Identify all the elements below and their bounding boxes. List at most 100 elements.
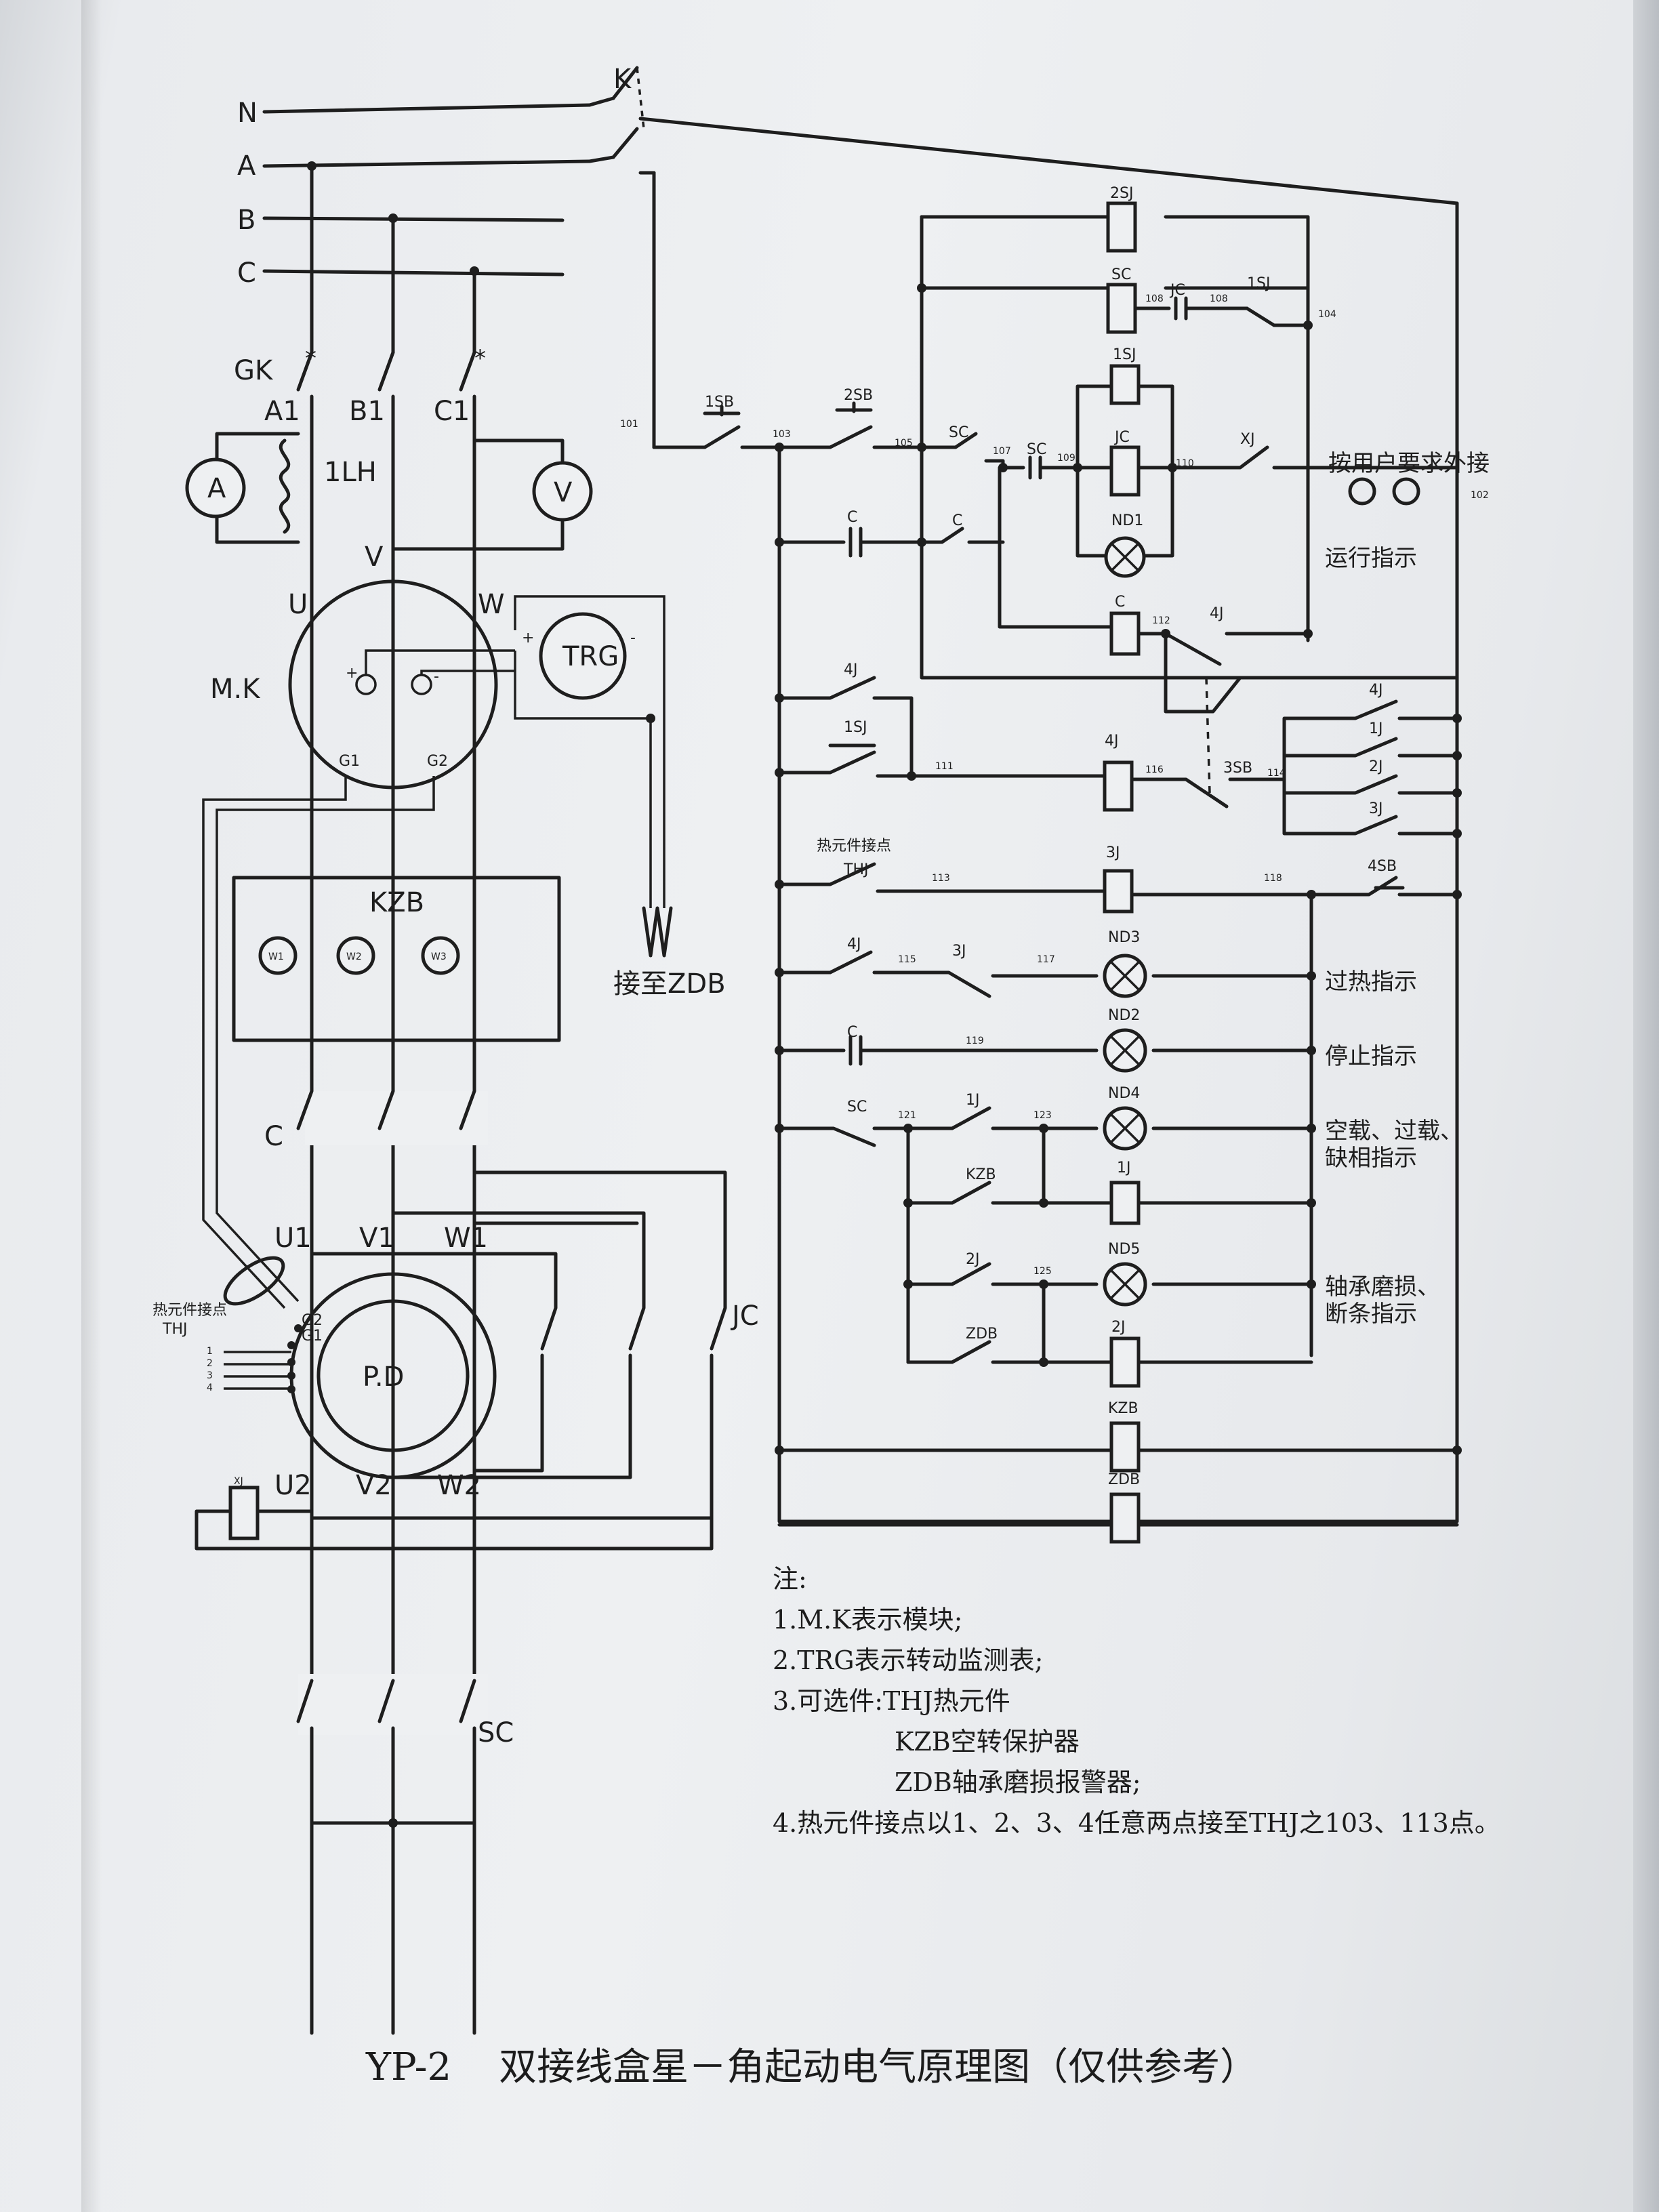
load-label-2: 缺相指示: [1325, 1145, 1417, 1172]
svg-text:121: 121: [898, 1110, 916, 1121]
svg-text:104: 104: [1318, 309, 1336, 320]
module-mk-label: M.K: [210, 674, 261, 705]
bearing-label-1: 轴承磨损、: [1325, 1273, 1440, 1300]
svg-text:110: 110: [1176, 458, 1194, 469]
phase-a1-label: A1: [264, 396, 300, 427]
mk-terminal-g2: G2: [427, 753, 448, 770]
svg-text:ZDB: ZDB: [966, 1326, 998, 1343]
svg-text:114: 114: [1267, 768, 1286, 779]
svg-text:JC: JC: [1169, 282, 1185, 299]
ammeter-label: A: [207, 473, 226, 504]
kzb-block: KZB W1 W2 W3: [232, 876, 561, 1042]
svg-text:SC: SC: [847, 1099, 867, 1115]
line-label-a: A: [237, 150, 256, 182]
svg-text:4J: 4J: [1210, 605, 1224, 622]
svg-text:1J: 1J: [1117, 1160, 1131, 1176]
mk-terminal-u: U: [288, 589, 308, 620]
notes-heading: 注:: [773, 1564, 807, 1594]
thermal-contacts-label: 热元件接点: [152, 1302, 227, 1319]
start-line: 1SB 2SB 101 103 105 SC 107 SC 109: [620, 283, 1313, 480]
mk-terminal-g1: G1: [339, 753, 360, 770]
motor-w1-label: W1: [444, 1223, 488, 1254]
svg-text:4J: 4J: [1369, 682, 1383, 699]
diagram-title-text: 双接线盒星－角起动电气原理图（仅供参考）: [499, 2045, 1258, 2089]
stop-label: 停止指示: [1325, 1043, 1417, 1070]
motor-label: P.D: [363, 1361, 404, 1393]
row-nd2: C 119 ND2 停止指示: [775, 1007, 1417, 1073]
load-label-1: 空载、过载、: [1325, 1118, 1463, 1145]
svg-text:+: +: [346, 665, 358, 682]
v-node-label: V: [365, 541, 384, 573]
note-4: 4.热元件接点以1、2、3、4任意两点接至THJ之103、113点。: [773, 1808, 1500, 1838]
coil-c: C 112 4J: [1109, 594, 1313, 794]
right-relay-contacts: 4J 1J 2J 3J: [1282, 682, 1462, 838]
svg-text:109: 109: [1057, 453, 1076, 464]
ct-label: 1LH: [324, 457, 377, 488]
motor-pd: P.D G2 G1 热元件接点 THJ 1 2 3 4 U2 V2 W2: [152, 1272, 497, 1501]
svg-text:+: +: [522, 630, 534, 647]
svg-text:4J: 4J: [1105, 733, 1119, 750]
thj-label: THJ: [162, 1321, 187, 1338]
external-indicators: 102 按用户要求外接 运行指示: [1325, 450, 1490, 572]
svg-text:3: 3: [207, 1370, 213, 1381]
svg-text:1J: 1J: [966, 1092, 980, 1109]
bearing-label-2: 断条指示: [1325, 1300, 1417, 1328]
trg-meter: TRG + - 接至ZDB: [514, 595, 726, 1000]
svg-text:1SJ: 1SJ: [1113, 346, 1136, 363]
svg-text:ZDB: ZDB: [1108, 1471, 1140, 1488]
svg-text:101: 101: [620, 419, 638, 430]
contactor-c-label: C: [264, 1121, 283, 1152]
svg-text:JC: JC: [1113, 429, 1130, 446]
svg-text:108: 108: [1145, 293, 1164, 304]
coil-2sj: 2SJ: [1106, 185, 1137, 253]
motor-u2-label: U2: [274, 1470, 312, 1501]
svg-text:116: 116: [1145, 764, 1164, 775]
svg-text:1J: 1J: [1369, 720, 1383, 737]
svg-text:KZB: KZB: [1108, 1400, 1139, 1417]
coil-1sj-jc-group: 1SJ JC ND1 110 XJ: [1076, 346, 1459, 578]
svg-text:2J: 2J: [966, 1251, 980, 1268]
svg-text:119: 119: [966, 1036, 984, 1046]
trg-label: TRG: [562, 641, 619, 672]
ammeter-circuit: A 1LH V V: [185, 432, 593, 573]
row-kzb-zdb: KZB ZDB: [775, 1400, 1462, 1544]
xj-relay: XJ: [194, 1476, 714, 1551]
ammeter-icon: [185, 457, 246, 518]
voltmeter-icon: [532, 461, 593, 522]
next-page-edge: [1633, 0, 1659, 2212]
svg-text:2J: 2J: [1369, 758, 1383, 775]
line-label-b: B: [237, 205, 255, 236]
module-mk: + - U W G1 G2 M.K: [202, 579, 515, 1309]
to-zdb-label: 接至ZDB: [613, 968, 726, 1000]
motor-u1-label: U1: [274, 1223, 312, 1254]
note-2: 2.TRG表示转动监测表;: [773, 1645, 1044, 1675]
jc-contactor-label: JC: [730, 1300, 759, 1332]
trg-meter-icon: [539, 612, 627, 700]
svg-text:3J: 3J: [952, 943, 966, 960]
line-label-c: C: [237, 258, 256, 289]
svg-text:W2: W2: [346, 951, 362, 962]
svg-text:112: 112: [1152, 615, 1170, 626]
motor-v1-label: V1: [359, 1223, 395, 1254]
svg-text:115: 115: [898, 954, 916, 965]
svg-text:1SJ: 1SJ: [844, 719, 867, 736]
svg-text:KZB: KZB: [966, 1166, 996, 1183]
svg-text:1SJ: 1SJ: [1247, 275, 1270, 292]
breaker-gk-label: GK: [234, 355, 274, 386]
supply-lines: N A B C: [237, 98, 592, 289]
contactor-sc: SC: [296, 1674, 514, 1828]
voltmeter-label: V: [554, 477, 573, 508]
overheat-label: 过热指示: [1325, 968, 1417, 996]
line-label-n: N: [237, 98, 258, 129]
svg-text:-: -: [630, 630, 636, 647]
svg-text:ND4: ND4: [1108, 1085, 1140, 1102]
svg-text:THJ: THJ: [843, 861, 868, 878]
note-3b: KZB空转保护器: [895, 1727, 1080, 1757]
motor-w2-label: W2: [437, 1470, 481, 1501]
coil-sc: SC 108 JC 108 1SJ 104: [1106, 266, 1336, 334]
svg-text:3J: 3J: [1369, 800, 1383, 817]
switch-k: K: [588, 64, 1459, 449]
svg-text:102: 102: [1471, 490, 1489, 501]
